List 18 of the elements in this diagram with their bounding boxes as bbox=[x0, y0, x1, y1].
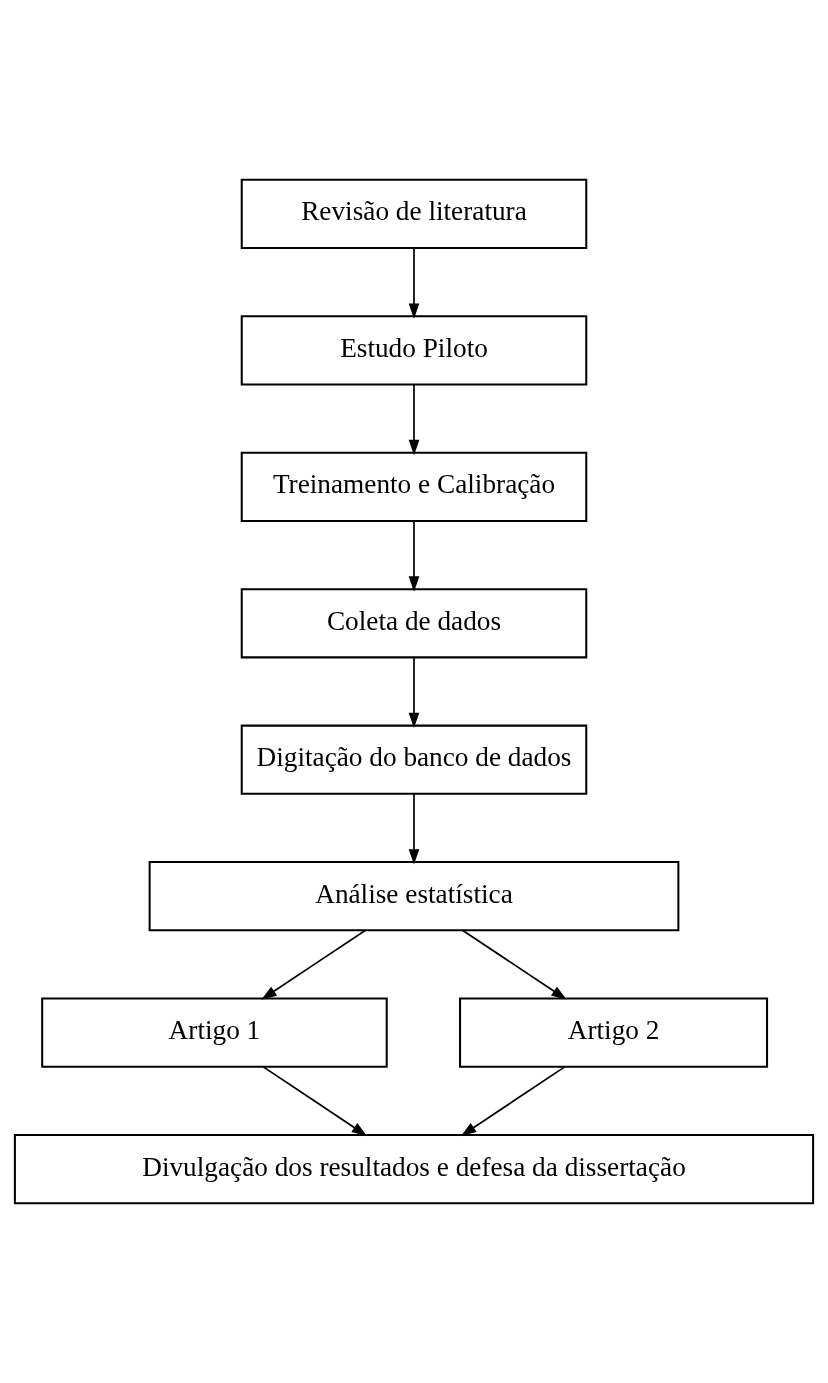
arrow bbox=[261, 929, 367, 1000]
arrow bbox=[408, 384, 420, 456]
node-box: Revisão de literatura bbox=[240, 178, 588, 250]
arrow bbox=[460, 1066, 566, 1137]
arrow bbox=[408, 657, 420, 729]
node-box: Artigo 2 bbox=[459, 997, 769, 1068]
node-box: Treinamento e Calibração bbox=[240, 451, 588, 522]
node-box: Digitação do banco de dados bbox=[240, 724, 588, 795]
node-box: Divulgação dos resultados e defesa da dissertação bbox=[13, 1133, 815, 1205]
node-box: Análise estatística bbox=[148, 861, 680, 932]
node-box: Coleta de dados bbox=[240, 588, 588, 659]
arrow bbox=[408, 520, 420, 592]
node-box: Estudo Piloto bbox=[240, 315, 588, 386]
arrow bbox=[262, 1066, 368, 1137]
arrow bbox=[408, 247, 420, 319]
arrow bbox=[461, 929, 567, 1000]
node-box: Artigo 1 bbox=[41, 997, 388, 1068]
arrow bbox=[408, 793, 420, 865]
